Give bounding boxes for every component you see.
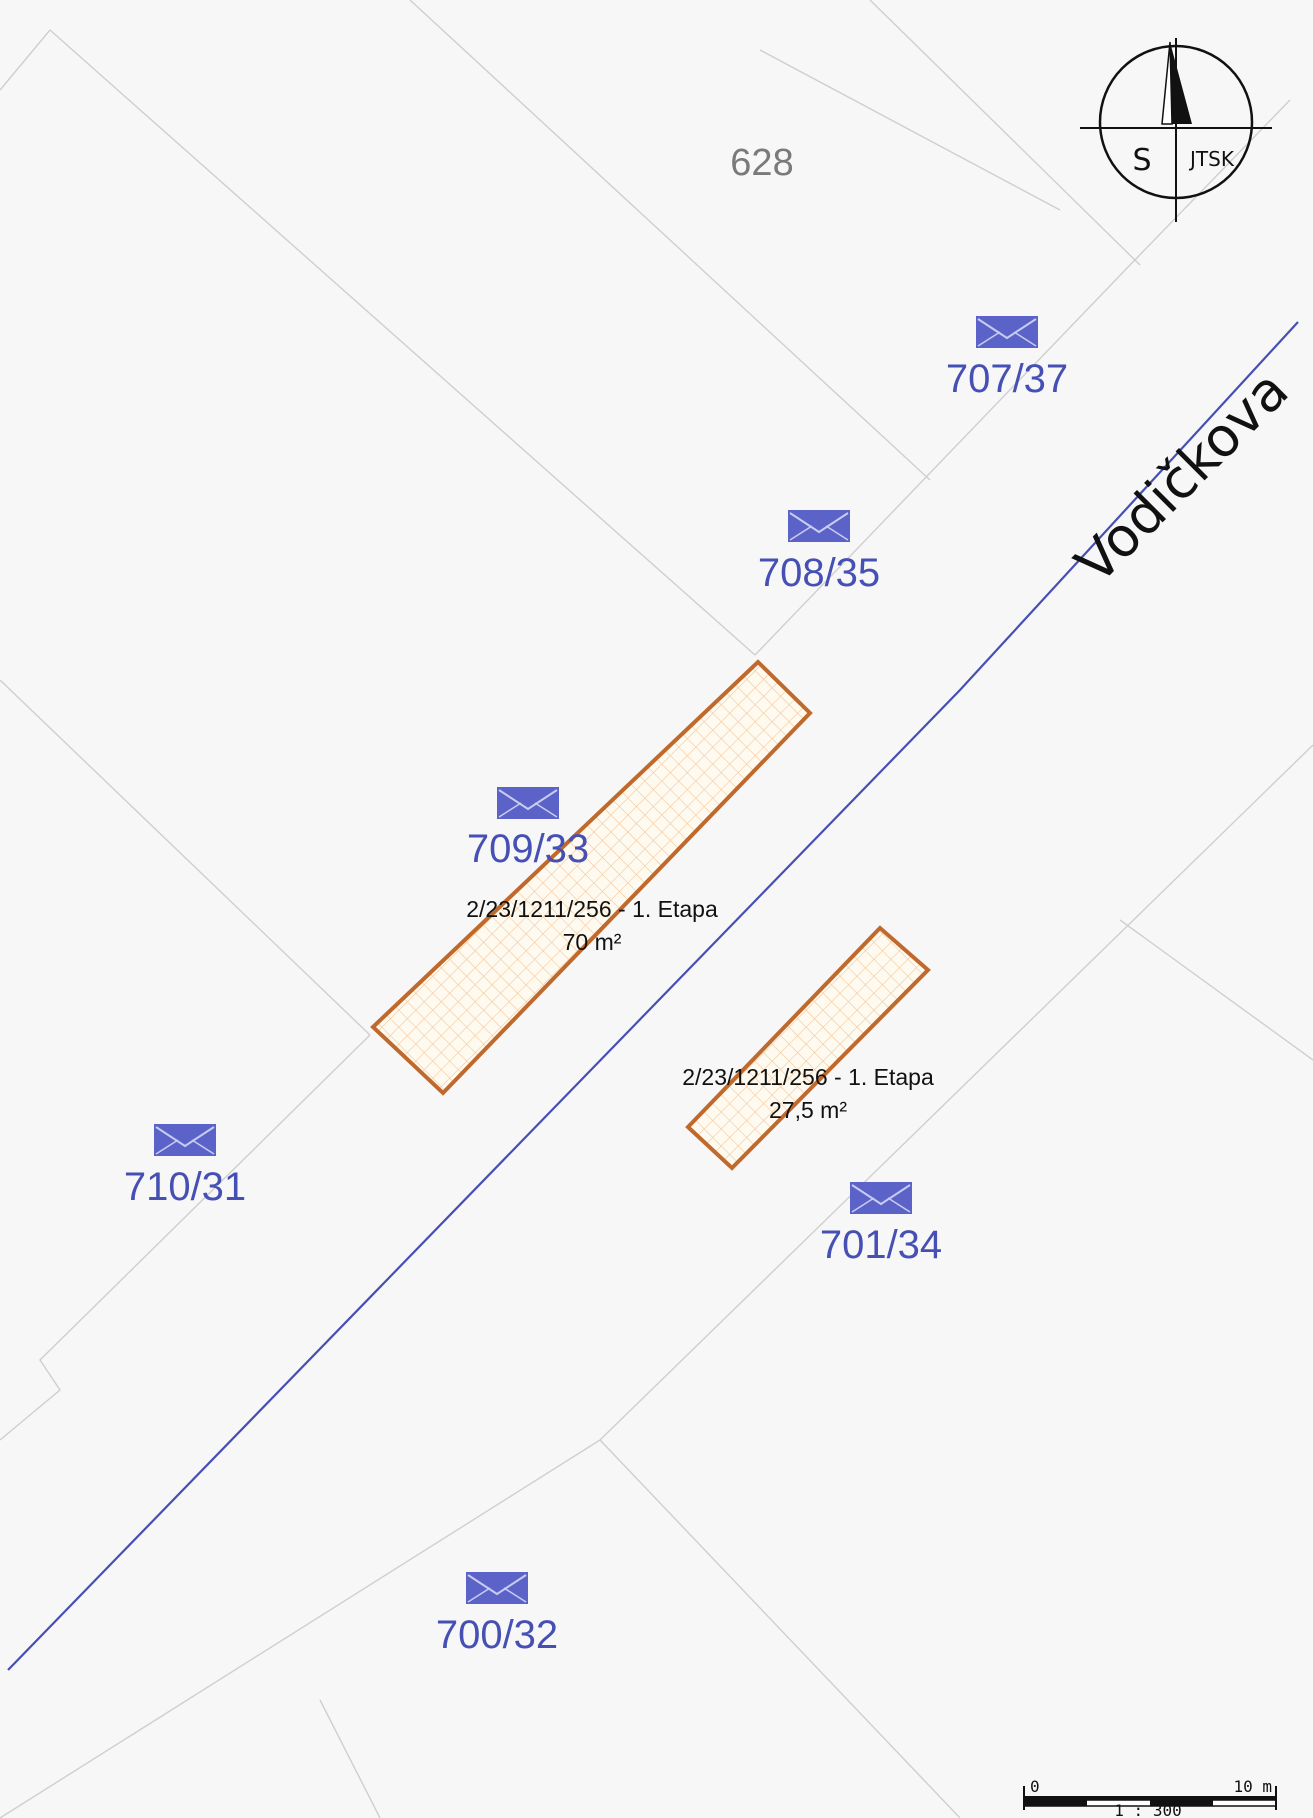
occupation-zone-2[interactable] [685, 925, 931, 1171]
street-centerline [7, 321, 1299, 1671]
mail-icon [465, 1571, 529, 1605]
scale-start-label: 0 [1030, 1777, 1040, 1796]
mail-icon [787, 509, 851, 543]
address-label: 710/31 [124, 1165, 246, 1209]
zone-label-2: 2/23/1211/256 - 1. Etapa 27,5 m² [682, 1064, 934, 1123]
address-label: 700/32 [436, 1613, 558, 1657]
mail-icon [975, 315, 1039, 349]
address-marker-708-35[interactable]: 708/35 [758, 509, 880, 595]
address-label: 707/37 [946, 357, 1068, 401]
scale-ratio-label: 1 : 300 [1114, 1801, 1181, 1818]
address-label: 709/33 [467, 827, 589, 871]
parcel-number: 628 [730, 142, 793, 184]
north-arrow-icon [1170, 42, 1192, 124]
address-marker-700-32[interactable]: 700/32 [436, 1571, 558, 1657]
scale-bar: 0 10 m 1 : 300 [1023, 1777, 1277, 1818]
address-label: 701/34 [820, 1223, 942, 1267]
mail-icon [849, 1181, 913, 1215]
north-arrow: S JTSK [1080, 38, 1272, 222]
compass-north-label: S [1132, 143, 1151, 178]
scale-end-label: 10 m [1233, 1777, 1272, 1796]
zone-id: 2/23/1211/256 - 1. Etapa [682, 1064, 934, 1090]
mail-icon [153, 1123, 217, 1157]
address-marker-710-31[interactable]: 710/31 [124, 1123, 246, 1209]
zone-id: 2/23/1211/256 - 1. Etapa [466, 896, 718, 922]
occupation-zone-1[interactable] [370, 659, 813, 1096]
mail-icon [496, 786, 560, 820]
zone-area: 70 m² [563, 929, 622, 955]
compass-system-label: JTSK [1188, 147, 1235, 171]
address-marker-709-33[interactable]: 709/33 [467, 786, 589, 871]
zone-label-1: 2/23/1211/256 - 1. Etapa 70 m² [466, 896, 718, 955]
zone-area: 27,5 m² [769, 1097, 847, 1123]
address-marker-707-37[interactable]: 707/37 [946, 315, 1068, 401]
address-label: 708/35 [758, 551, 880, 595]
address-marker-701-34[interactable]: 701/34 [820, 1181, 942, 1267]
